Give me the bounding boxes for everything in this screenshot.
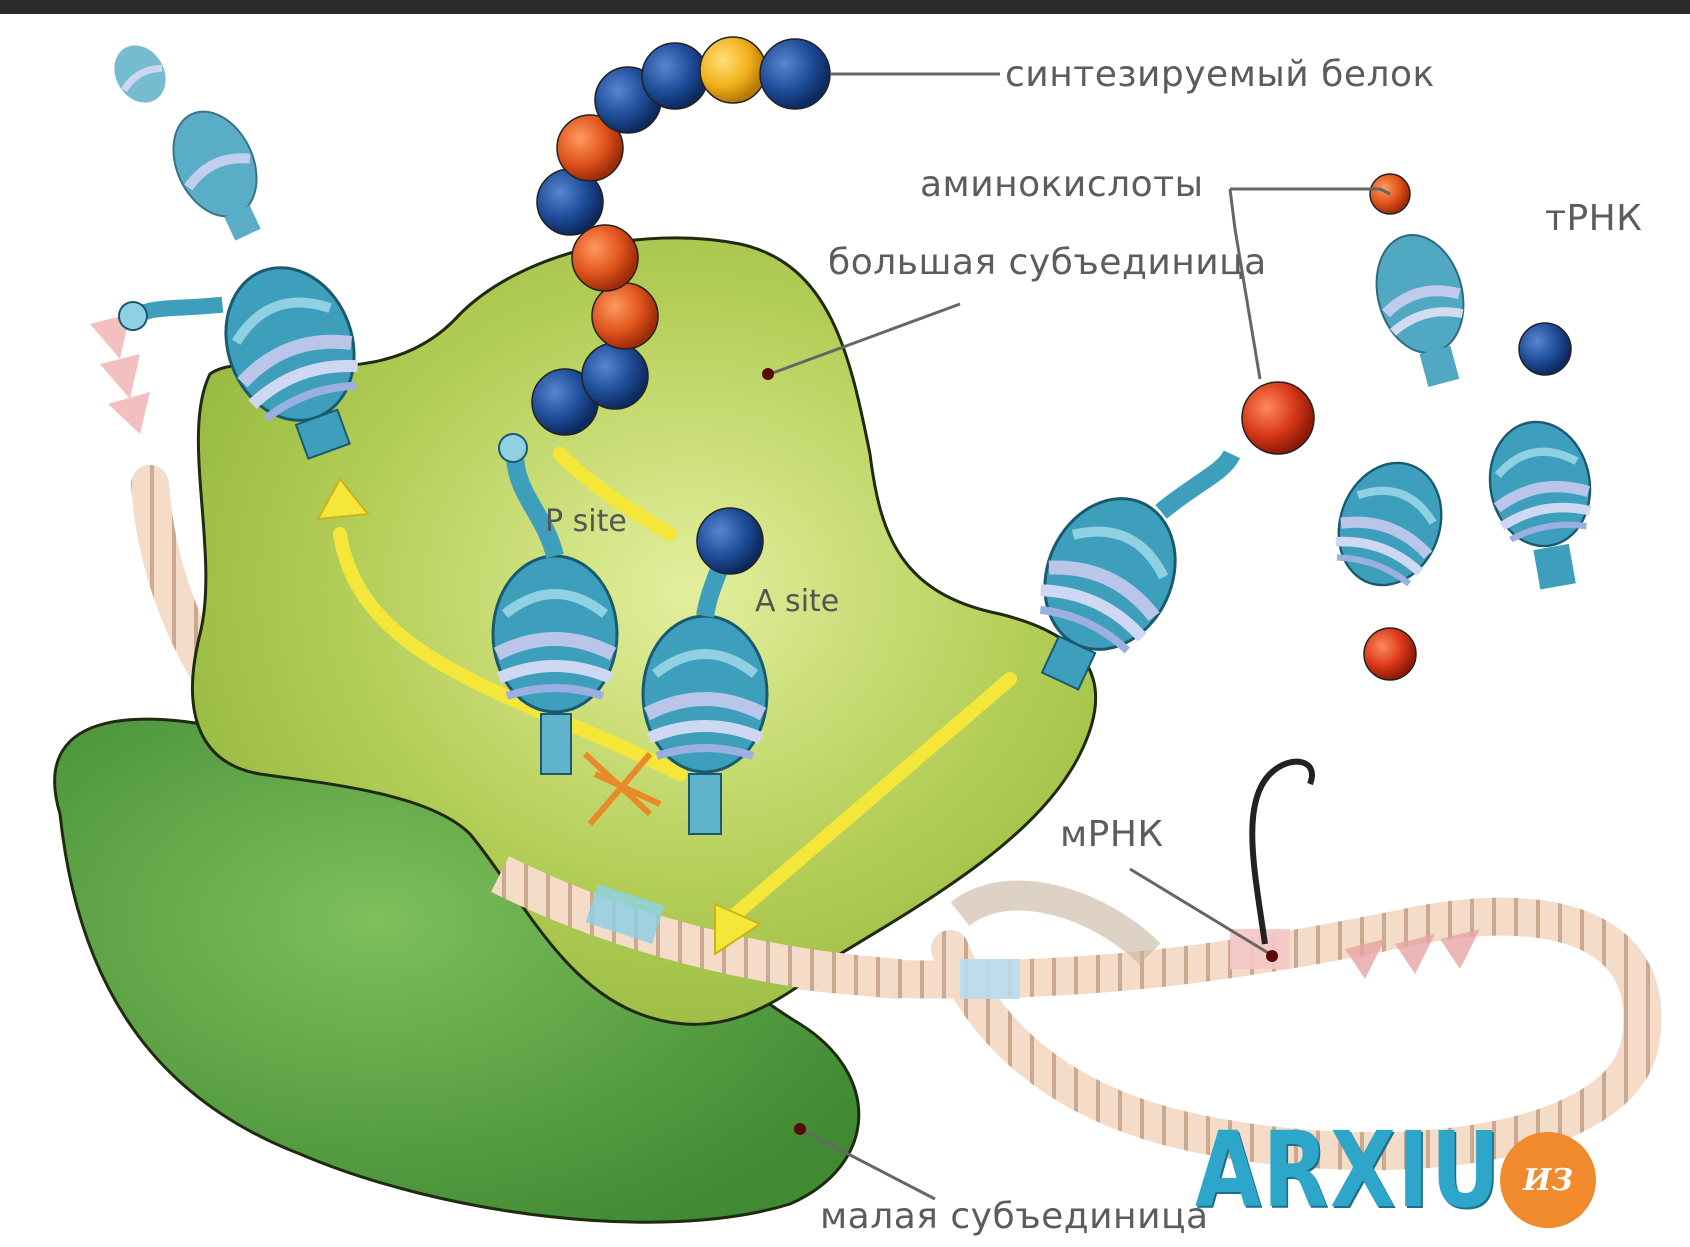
- trna-free-3: [1480, 414, 1607, 595]
- trna-faded-topleft-2: [104, 36, 176, 112]
- ribosome-diagram: [0, 14, 1690, 1247]
- amino-acid-free-2: [1519, 323, 1571, 375]
- trna-faded-topleft: [157, 98, 282, 251]
- watermark-logo: ARXIU: [1195, 1109, 1502, 1231]
- mrna-cap: [1252, 762, 1312, 944]
- label-amino-acids: аминокислоты: [920, 164, 1204, 205]
- trna-free-2: [1322, 448, 1458, 599]
- direction-chevrons-left: [90, 314, 150, 434]
- label-p-site: P site: [545, 504, 627, 539]
- trna-free-1: [1364, 225, 1484, 394]
- amino-acid-free-3: [1364, 628, 1416, 680]
- mrna-loop-shadow: [960, 895, 1150, 954]
- amino-acid-incoming: [1242, 382, 1314, 454]
- diagram-frame: синтезируемый белок аминокислоты большая…: [0, 14, 1690, 1247]
- amino-acid-a-site: [697, 508, 763, 574]
- label-mrna: мРНК: [1060, 814, 1164, 855]
- label-a-site: A site: [755, 584, 839, 619]
- label-large-subunit: большая субъединица: [828, 242, 1267, 283]
- label-small-subunit: малая субъединица: [820, 1196, 1209, 1237]
- label-synthesized-protein: синтезируемый белок: [1005, 54, 1435, 95]
- label-trna: тРНК: [1545, 198, 1642, 239]
- watermark-badge: ИЗ: [1500, 1132, 1596, 1228]
